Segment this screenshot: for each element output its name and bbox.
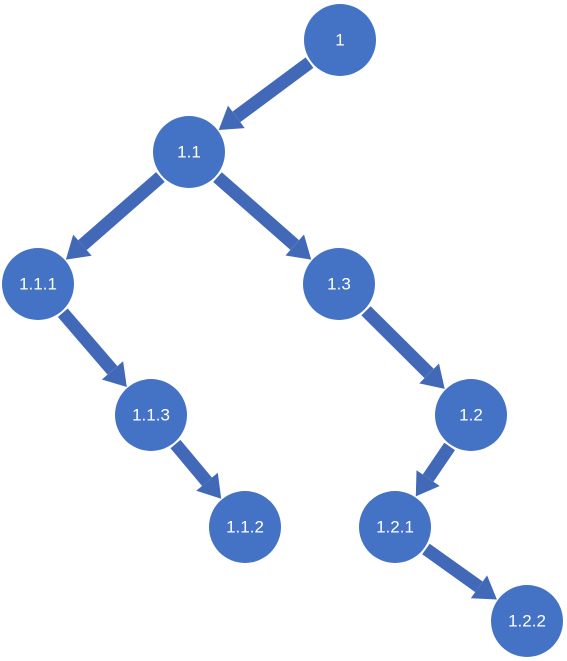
node-circle bbox=[359, 491, 431, 563]
edge-shaft bbox=[361, 306, 434, 379]
arrowhead-icon bbox=[65, 234, 92, 260]
edge-shaft bbox=[213, 172, 299, 250]
arrowhead-icon bbox=[415, 470, 440, 497]
arrowhead-icon bbox=[470, 575, 497, 600]
node-circle bbox=[435, 379, 507, 451]
edge-shaft bbox=[232, 57, 314, 123]
arrowhead-icon bbox=[285, 234, 312, 260]
node-circle bbox=[303, 248, 375, 320]
edge-shaft bbox=[170, 439, 212, 486]
node-label: 1.1.2 bbox=[226, 518, 264, 537]
node-circle bbox=[304, 4, 376, 76]
node-1: 1 bbox=[304, 4, 376, 76]
node-label: 1.2 bbox=[459, 406, 483, 425]
node-label: 1.2.1 bbox=[376, 518, 414, 537]
edge-1-1-to-1-3 bbox=[213, 172, 312, 260]
node-label: 1.1.1 bbox=[19, 275, 57, 294]
edge-1-2-1-to-1-2-2 bbox=[422, 543, 497, 600]
node-1-2-1: 1.2.1 bbox=[359, 491, 431, 563]
edge-shaft bbox=[57, 308, 118, 375]
node-1-1-1: 1.1.1 bbox=[2, 248, 74, 320]
arrowhead-icon bbox=[196, 472, 222, 499]
edge-1-to-1-1 bbox=[218, 57, 314, 130]
node-circle bbox=[115, 379, 187, 451]
nodes-layer: 1 1.1 1.1.1 1.3 1.1.3 1.2 1.1.2 1.2.1 1.2.2 bbox=[2, 4, 563, 657]
node-label: 1.1.3 bbox=[132, 406, 170, 425]
node-circle bbox=[491, 585, 563, 657]
edge-shaft bbox=[422, 543, 483, 593]
edge-1-3-to-1-2 bbox=[361, 306, 445, 389]
edges-layer bbox=[57, 57, 497, 600]
node-1-2: 1.2 bbox=[435, 379, 507, 451]
node-circle bbox=[153, 116, 225, 188]
node-label: 1.2.2 bbox=[508, 612, 546, 631]
edge-1-1-1-to-1-1-3 bbox=[57, 308, 127, 387]
arrowhead-icon bbox=[101, 361, 127, 387]
node-label: 1.1 bbox=[177, 143, 201, 162]
node-circle bbox=[2, 248, 74, 320]
arrowhead-icon bbox=[419, 363, 445, 389]
edge-shaft bbox=[422, 442, 455, 482]
node-label: 1 bbox=[335, 31, 344, 50]
edge-1-1-to-1-1-1 bbox=[65, 172, 165, 260]
edge-shaft bbox=[78, 172, 165, 251]
node-1-1-2: 1.1.2 bbox=[209, 491, 281, 563]
node-circle bbox=[209, 491, 281, 563]
node-1-3: 1.3 bbox=[303, 248, 375, 320]
node-label: 1.3 bbox=[327, 275, 351, 294]
node-1-1: 1.1 bbox=[153, 116, 225, 188]
edge-1-1-3-to-1-1-2 bbox=[170, 439, 222, 499]
arrowhead-icon bbox=[218, 105, 245, 130]
node-1-1-3: 1.1.3 bbox=[115, 379, 187, 451]
node-1-2-2: 1.2.2 bbox=[491, 585, 563, 657]
edge-1-2-to-1-2-1 bbox=[415, 442, 455, 497]
